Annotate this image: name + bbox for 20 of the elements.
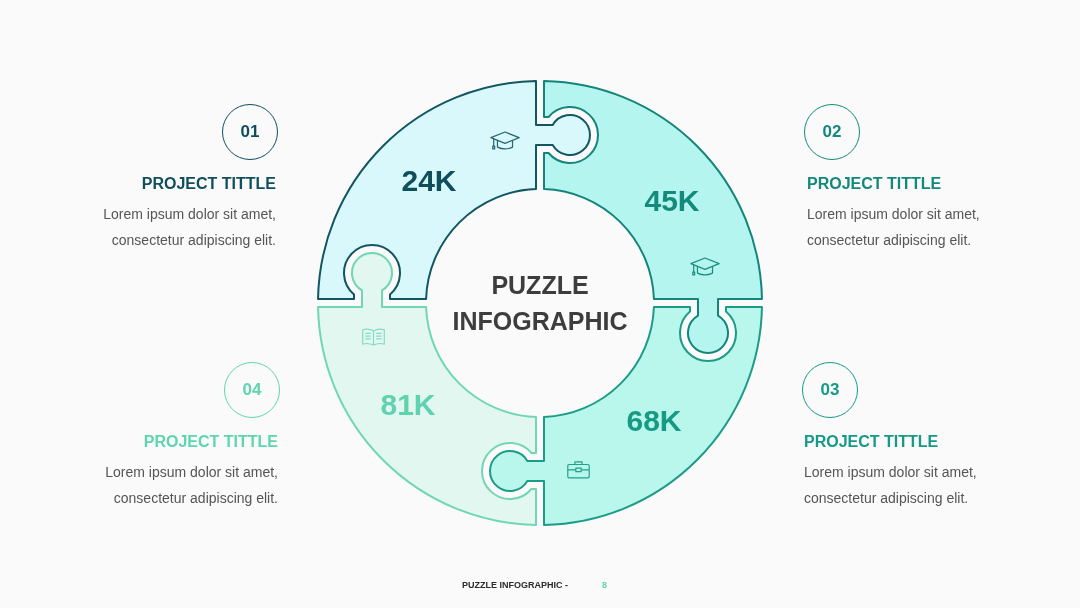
diagram-title: PUZZLE INFOGRAPHIC: [452, 270, 628, 337]
description-text: Lorem ipsum dolor sit amet, consectetur adipiscing elit.: [804, 463, 978, 508]
description-text: Lorem ipsum dolor sit amet, consectetur adipiscing elit.: [104, 463, 278, 508]
number-circle: 03: [802, 362, 858, 418]
project-title: PROJECT TITTLE: [804, 432, 940, 452]
number-circle: 04: [224, 362, 280, 418]
project-title: PROJECT TITTLE: [140, 174, 276, 194]
description-text: Lorem ipsum dolor sit amet, consectetur adipiscing elit.: [102, 205, 276, 250]
project-title: PROJECT TITTLE: [807, 174, 943, 194]
number-circle: 02: [804, 104, 860, 160]
project-title: PROJECT TITTLE: [142, 432, 278, 452]
stat-value: 81K: [380, 388, 436, 422]
description-text: Lorem ipsum dolor sit amet, consectetur adipiscing elit.: [807, 205, 981, 250]
page-number: 8: [602, 579, 607, 592]
footer-text: PUZZLE INFOGRAPHIC -: [462, 579, 568, 592]
number-circle: 01: [222, 104, 278, 160]
stat-value: 45K: [644, 184, 700, 218]
puzzle-piece: [316, 79, 592, 301]
stat-value: 68K: [626, 404, 682, 438]
stat-value: 24K: [401, 164, 457, 198]
